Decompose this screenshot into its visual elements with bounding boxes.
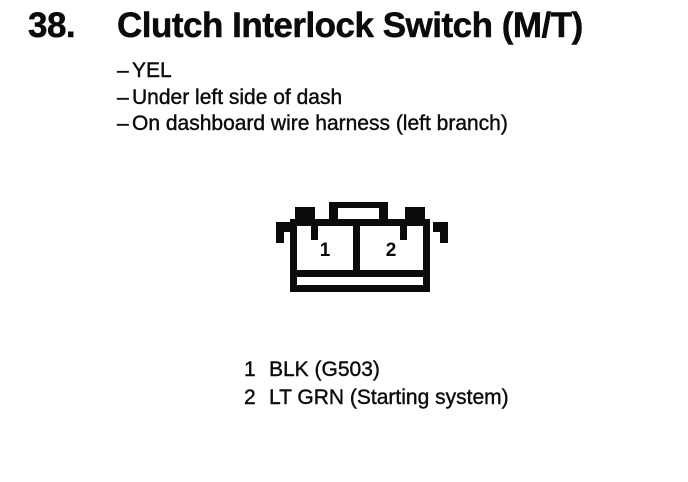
connector-wing-right-tip: [440, 222, 448, 243]
connector-top-tab-center-hollow: [338, 208, 379, 219]
connector-drawing-icon: 1 2: [276, 202, 448, 292]
section-heading: 38. Clutch Interlock Switch (M/T): [28, 6, 584, 46]
connector-key-stub-left: [311, 226, 318, 240]
section-title: Clutch Interlock Switch (M/T): [117, 6, 584, 46]
connector-wing-left-tip: [276, 222, 284, 243]
detail-item-location: – Under left side of dash: [117, 85, 508, 112]
pin-number: 2: [244, 386, 256, 409]
connector-body-top-border: [290, 219, 430, 226]
dash-bullet: –: [117, 59, 129, 82]
connector-key-stub-right: [400, 226, 407, 240]
connector-diagram: 1 2: [272, 197, 452, 301]
detail-list: – YEL – Under left side of dash – On das…: [117, 58, 508, 138]
connector-top-tab-right: [405, 207, 425, 221]
detail-item-harness: – On dashboard wire harness (left branch…: [117, 111, 508, 138]
pin-label: LT GRN (Starting system): [269, 386, 509, 409]
pin-label: BLK (G503): [269, 358, 380, 381]
pin-legend-row-2: 2 LT GRN (Starting system): [244, 384, 509, 412]
connector-body-left-border: [290, 219, 297, 292]
detail-text: On dashboard wire harness (left branch): [132, 112, 508, 135]
pin-2-cavity-number: 2: [386, 240, 397, 261]
detail-text: Under left side of dash: [132, 85, 343, 109]
connector-top-tab-left: [295, 207, 315, 221]
connector-body-bottom-border: [290, 285, 430, 292]
dash-bullet: –: [117, 85, 129, 109]
connector-body-right-border: [423, 219, 430, 292]
pin-legend-row-1: 1 BLK (G503): [244, 356, 509, 384]
pin-number: 1: [244, 358, 256, 381]
connector-cavity-divider: [353, 224, 360, 274]
section-number: 38.: [28, 6, 76, 46]
pin-legend: 1 BLK (G503) 2 LT GRN (Starting system): [244, 356, 509, 412]
detail-text: YEL: [132, 59, 172, 82]
detail-item-wire-color: – YEL: [117, 58, 508, 85]
dash-bullet: –: [117, 112, 129, 135]
pin-1-cavity-number: 1: [320, 240, 331, 261]
